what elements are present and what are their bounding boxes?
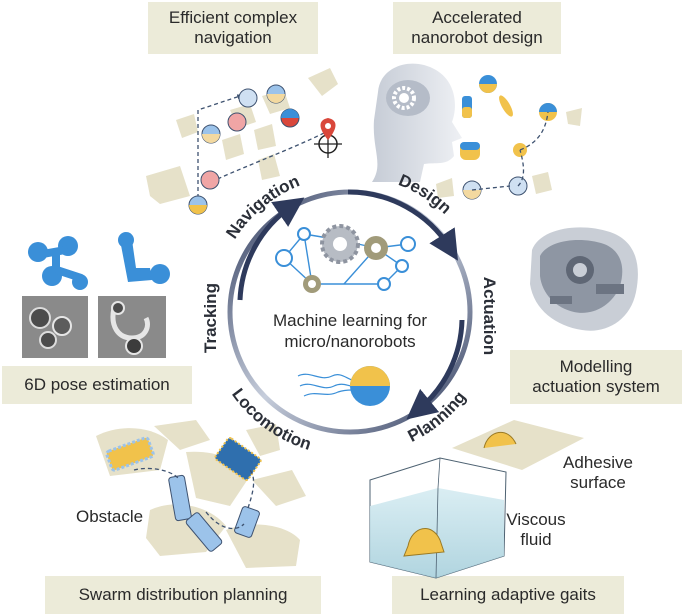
ring-label-actuation: Actuation [480, 277, 499, 355]
adhesive-surface-icon [452, 420, 584, 470]
design-terrain [436, 108, 582, 198]
pose-micrograph-right [98, 296, 166, 358]
navigation-path [197, 94, 327, 205]
gear-icon [392, 86, 416, 110]
adhesive-label: Adhesive surface [563, 453, 633, 492]
viscous-fluid-tank-icon [369, 457, 507, 579]
swarm-terrain [96, 420, 306, 568]
pose-title: 6D pose estimation [2, 366, 192, 404]
navigation-terrain [146, 68, 338, 204]
swarm-title: Swarm distribution planning [45, 576, 321, 614]
human-head-icon [372, 63, 462, 182]
cycle-ring [227, 189, 473, 435]
pose-micrograph-left [22, 296, 88, 358]
ring-label-tracking: Tracking [201, 283, 220, 353]
swarm-cluster-chain [168, 474, 260, 552]
navigation-robots [188, 84, 300, 215]
obstacle-label: Obstacle [76, 507, 144, 526]
gaits-title: Learning adaptive gaits [392, 576, 624, 614]
viscous-label: Viscous fluid [506, 510, 566, 549]
flagellated-robot-icon [297, 366, 390, 406]
design-path [471, 111, 549, 191]
actuation-device-icon [530, 227, 638, 331]
modelling-title: Modelling actuation system [510, 350, 682, 404]
navigation-title: Efficient complex navigation [148, 2, 318, 54]
neural-network-icon [275, 224, 416, 293]
design-title: Accelerated nanorobot design [393, 2, 561, 54]
pose-robot-left-icon [28, 236, 88, 290]
swarm-path [133, 467, 255, 530]
target-marker-icon [314, 118, 342, 158]
swarm-cluster-left [105, 436, 155, 472]
swarm-cluster-top-right [214, 437, 262, 481]
center-title-line1: Machine learning for [273, 311, 427, 330]
center-title-line2: micro/nanorobots [284, 332, 415, 351]
pose-robot-right-icon [118, 232, 170, 284]
